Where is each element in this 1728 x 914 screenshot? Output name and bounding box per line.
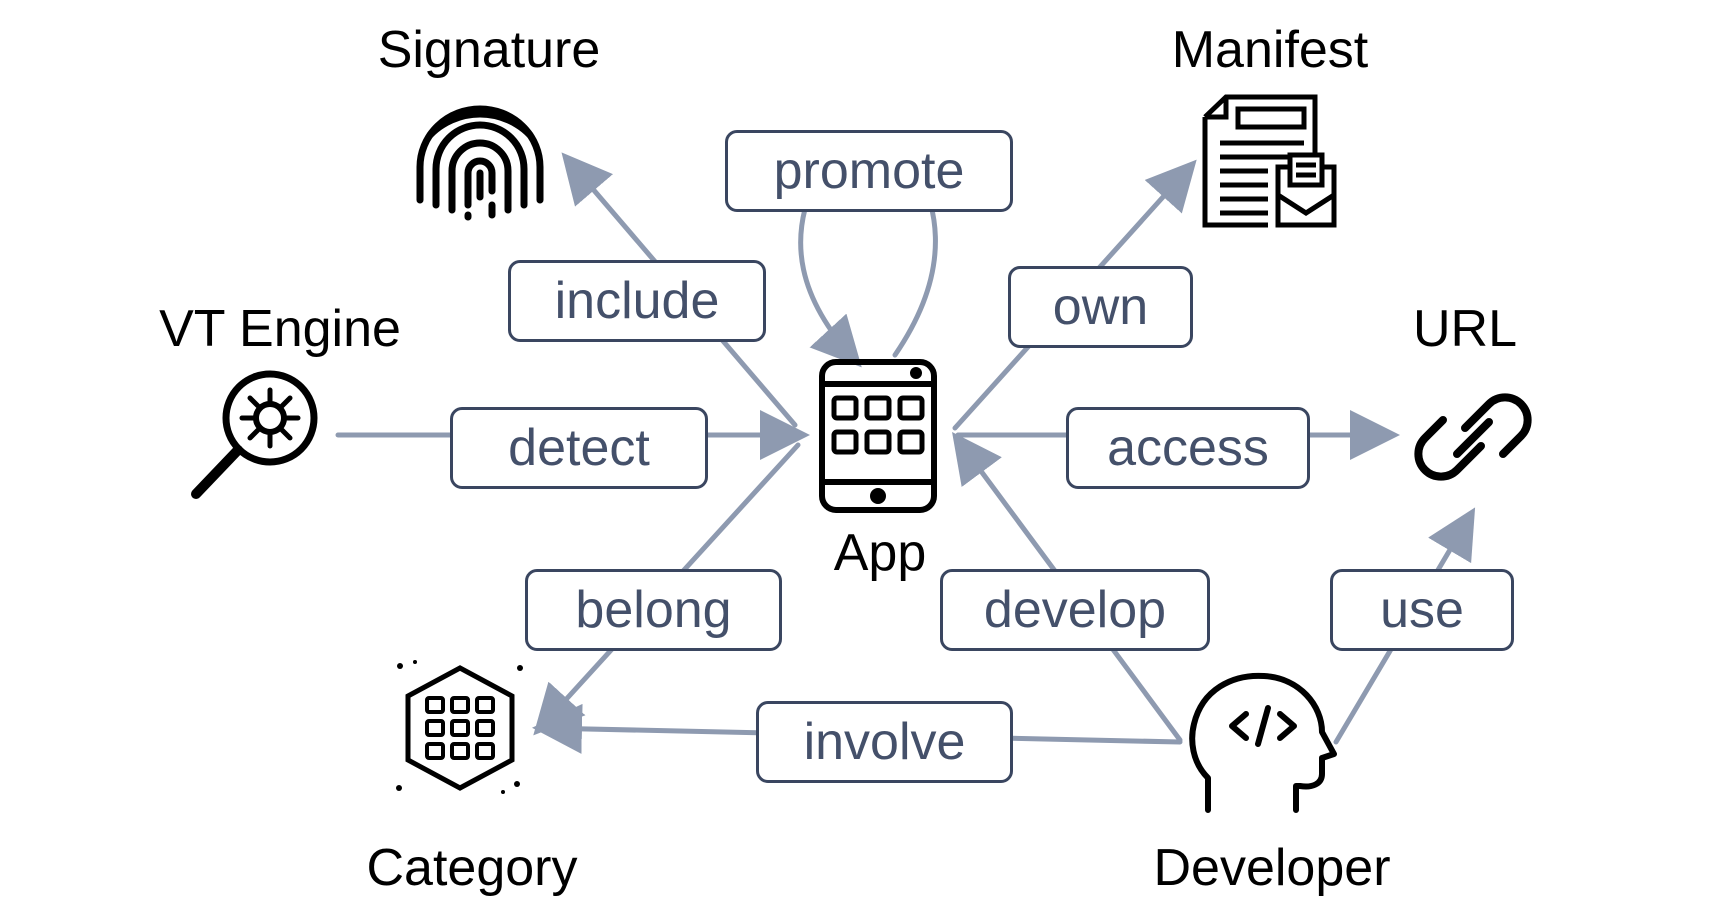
edge-label-develop: develop xyxy=(940,569,1210,651)
edge-label-promote: promote xyxy=(725,130,1013,212)
node-label-url: URL xyxy=(1412,300,1518,358)
link-icon xyxy=(1414,393,1532,481)
node-label-manifest: Manifest xyxy=(1171,21,1369,79)
document-icon xyxy=(1202,94,1337,228)
edge-label-belong: belong xyxy=(525,569,782,651)
edge-label-detect: detect xyxy=(450,407,708,489)
node-label-signature: Signature xyxy=(377,21,601,79)
node-label-developer: Developer xyxy=(1153,839,1391,897)
edge-label-involve: involve xyxy=(756,701,1013,783)
node-label-vt-engine: VT Engine xyxy=(159,300,401,358)
edge-label-use: use xyxy=(1330,569,1514,651)
edge-label-own: own xyxy=(1008,266,1193,348)
category-grid-icon xyxy=(396,660,523,794)
developer-head-icon xyxy=(1189,672,1337,813)
tablet-icon xyxy=(819,359,937,513)
fingerprint-icon xyxy=(416,105,544,221)
edge-label-access: access xyxy=(1066,407,1310,489)
edge-label-include: include xyxy=(508,260,766,342)
virus-scan-icon xyxy=(191,370,318,499)
node-label-app: App xyxy=(833,524,927,582)
node-label-category: Category xyxy=(366,839,578,897)
